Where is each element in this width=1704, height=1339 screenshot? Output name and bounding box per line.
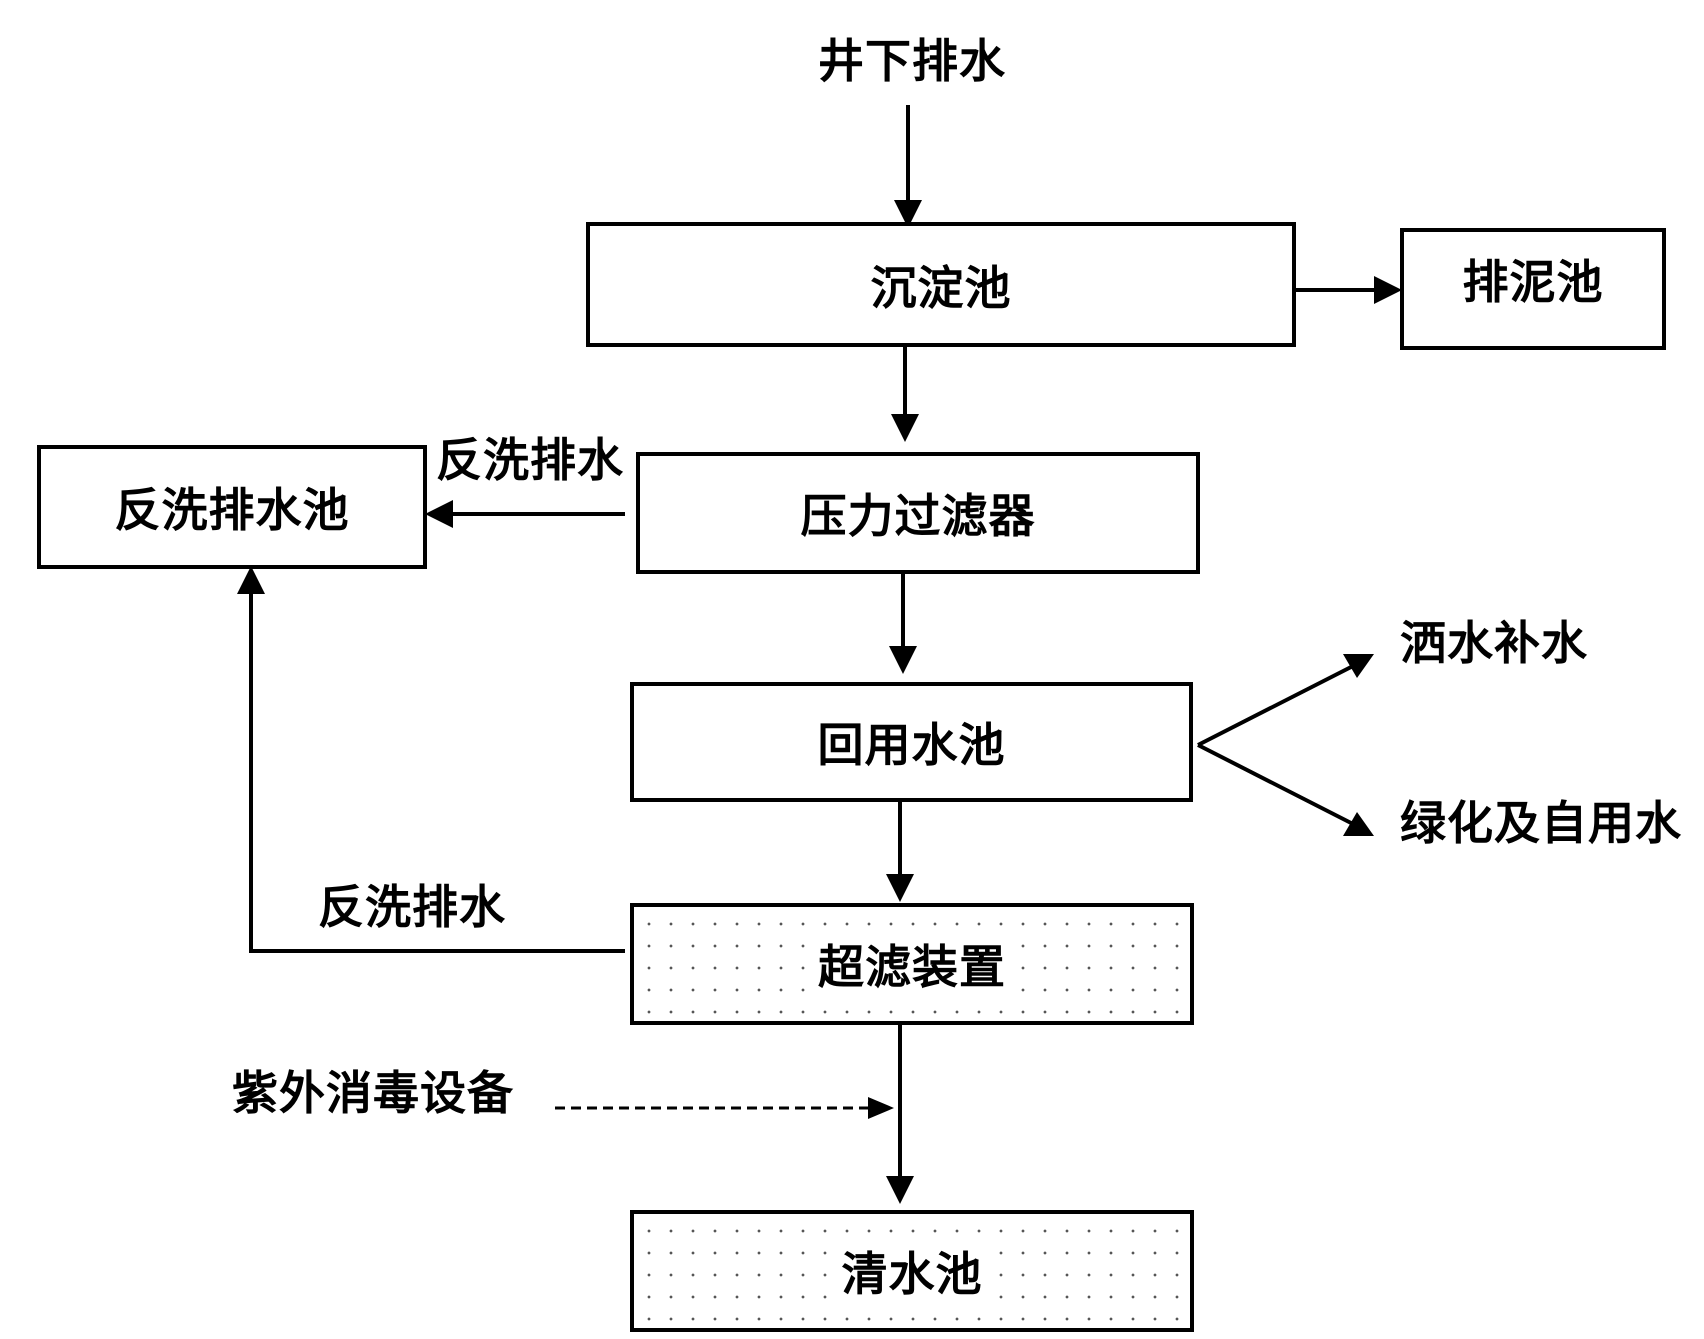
reuse-pool-label: 回用水池 <box>817 718 1006 772</box>
sludge-box: 排泥池 <box>1400 228 1666 350</box>
arrowhead-backwash-pool-up <box>237 566 265 594</box>
backwash-edge-label-1: 反洗排水 <box>436 433 624 487</box>
source-label: 井下排水 <box>818 34 1006 88</box>
arrow-uf-to-backwash <box>249 590 625 953</box>
arrowhead-filter <box>891 414 919 442</box>
arrowhead-sprinkling <box>1343 654 1374 678</box>
arrowhead-uf <box>886 874 914 902</box>
arrowhead-clear <box>886 1176 914 1204</box>
clear-pool-box: 清水池 <box>630 1210 1194 1332</box>
ultrafiltration-box: 超滤装置 <box>630 903 1194 1025</box>
backwash-edge-label-2: 反洗排水 <box>318 880 506 934</box>
reuse-pool-box: 回用水池 <box>630 682 1193 802</box>
sedimentation-box: 沉淀池 <box>586 222 1296 347</box>
arrowhead-sludge <box>1374 276 1402 304</box>
ultrafiltration-label: 超滤装置 <box>814 931 1010 997</box>
arrowhead-uv <box>868 1097 894 1119</box>
arrow-reuse-to-sprinkling <box>1197 663 1356 747</box>
uv-label: 紫外消毒设备 <box>232 1066 514 1120</box>
clear-pool-label: 清水池 <box>837 1238 987 1304</box>
arrow-reuse-to-greening <box>1197 743 1356 827</box>
backwash-pool-label: 反洗排水池 <box>114 483 350 537</box>
arrowhead-backwash-pool-left <box>425 500 453 528</box>
arrowhead-reuse <box>889 646 917 674</box>
pressure-filter-box: 压力过滤器 <box>636 452 1200 574</box>
arrowhead-sedimentation <box>894 200 922 228</box>
arrowhead-greening <box>1343 812 1374 836</box>
sedimentation-label: 沉淀池 <box>870 260 1012 315</box>
pressure-filter-label: 压力过滤器 <box>800 489 1036 543</box>
greening-label: 绿化及自用水 <box>1400 796 1682 850</box>
sprinkling-label: 洒水补水 <box>1400 616 1588 670</box>
backwash-pool-box: 反洗排水池 <box>37 445 427 569</box>
sludge-label: 排泥池 <box>1462 255 1604 309</box>
